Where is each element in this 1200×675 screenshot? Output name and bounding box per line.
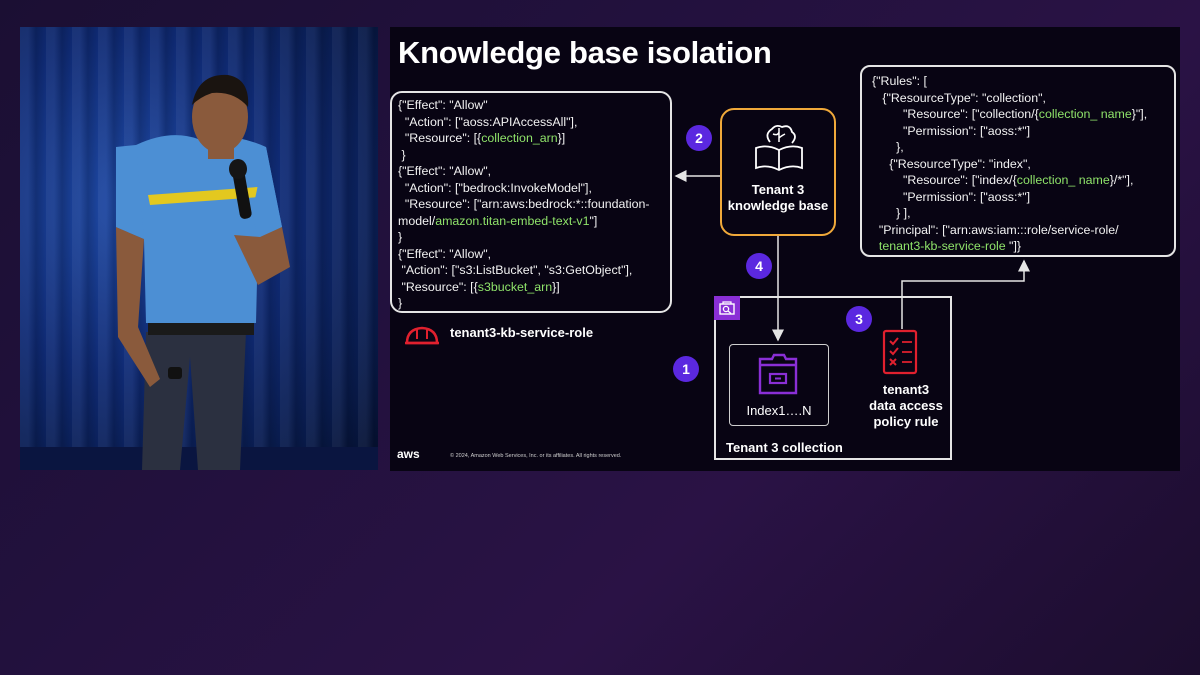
index-label: Index1….N xyxy=(746,403,812,418)
code-text: "Resource": ["collection/{ xyxy=(872,107,1039,121)
speaker-figure xyxy=(20,74,378,470)
code-text: } xyxy=(398,147,406,162)
service-role-label: tenant3-kb-service-role xyxy=(450,325,594,340)
policy-label-line2: data access xyxy=(869,398,943,413)
code-text: {"ResourceType": "collection", xyxy=(872,90,1046,105)
step-badge-3: 3 xyxy=(846,306,872,332)
code-text-end: }"], xyxy=(1131,107,1148,121)
code-text: model/ xyxy=(398,213,436,228)
speaker-video-frame xyxy=(20,27,378,470)
diagram-arrows xyxy=(674,170,1030,342)
step-badge-4: 4 xyxy=(746,253,772,279)
code-highlight: collection_ name xyxy=(1016,173,1110,187)
knowledge-base-brain-book-icon xyxy=(755,124,803,172)
iam-policy-json-box: {"Effect": "Allow" "Action": ["aoss:APIA… xyxy=(390,91,672,313)
kb-label-line1: Tenant 3 xyxy=(751,182,805,197)
code-text-end: }] xyxy=(552,279,560,294)
iam-policy-line: } xyxy=(398,295,670,312)
code-text: } xyxy=(398,230,403,244)
code-text: "Resource": [{ xyxy=(398,279,478,294)
index-box: Index1….N xyxy=(729,344,829,426)
copyright-notice: © 2024, Amazon Web Services, Inc. or its… xyxy=(450,453,622,459)
policy-label-line1: tenant3 xyxy=(882,382,930,397)
code-text: "Permission": ["aoss:*"] xyxy=(872,123,1031,138)
arrow-policy-to-access-rules xyxy=(901,259,1030,329)
access-policy-line: "Permission": ["aoss:*"] xyxy=(872,123,1174,140)
presentation-slide: Knowledge base isolation {"Effect": "All… xyxy=(390,27,1180,471)
code-highlight: amazon.titan-embed-text-v1 xyxy=(435,213,590,228)
access-policy-line: } ], xyxy=(872,205,1174,222)
code-highlight: tenant3-kb-service-role xyxy=(878,239,1006,253)
code-text: {"Effect": "Allow" xyxy=(398,98,488,112)
code-text xyxy=(872,239,879,253)
code-text-end: }/*"], xyxy=(1109,173,1134,187)
code-highlight: collection_arn xyxy=(481,131,558,145)
code-text: {"Rules": [ xyxy=(872,74,927,88)
code-text: } ], xyxy=(872,206,911,220)
code-text: "Resource": ["arn:aws:bedrock:*::foundat… xyxy=(398,197,650,211)
iam-policy-line: "Action": ["s3:ListBucket", "s3:GetObjec… xyxy=(398,262,670,279)
code-text: {"Effect": "Allow", xyxy=(398,164,492,178)
access-policy-line: "Resource": ["collection/{collection_ na… xyxy=(872,106,1174,123)
access-policy-line: "Permission": ["aoss:*"] xyxy=(872,189,1174,206)
iam-policy-line: "Resource": [{collection_arn}] xyxy=(398,130,670,147)
policy-label-line3: policy rule xyxy=(873,414,939,429)
code-highlight: s3bucket_arn xyxy=(477,279,553,294)
code-text: } xyxy=(398,296,403,310)
code-text-end: "]} xyxy=(1005,239,1022,253)
access-policy-line: "Resource": ["index/{collection_ name}/*… xyxy=(872,172,1174,189)
code-text: {"Effect": "Allow", xyxy=(398,246,492,261)
opensearch-collection-icon xyxy=(714,296,740,320)
iam-policy-line: {"Effect": "Allow" xyxy=(398,97,670,114)
data-access-policy-json-box: {"Rules": [ {"ResourceType": "collection… xyxy=(860,65,1176,257)
code-text: }, xyxy=(872,140,904,154)
code-text: "Action": ["bedrock:InvokeModel"], xyxy=(398,180,592,195)
code-text: "Resource": ["index/{ xyxy=(872,173,1017,187)
code-text: "Action": ["s3:ListBucket", "s3:GetObjec… xyxy=(398,263,633,277)
step-badge-1: 1 xyxy=(673,356,699,382)
knowledge-base-box: Tenant 3 knowledge base xyxy=(720,108,836,236)
step-badge-2: 2 xyxy=(686,125,712,151)
knowledge-base-label: Tenant 3 knowledge base xyxy=(722,182,834,214)
index-cabinet-icon xyxy=(758,353,798,395)
iam-policy-line: } xyxy=(398,147,670,164)
iam-policy-line: } xyxy=(398,229,670,246)
access-policy-line: {"ResourceType": "index", xyxy=(872,156,1174,173)
code-text: "Permission": ["aoss:*"] xyxy=(872,189,1031,204)
kb-label-line2: knowledge base xyxy=(727,198,829,213)
checklist-policy-icon xyxy=(882,329,918,375)
iam-policy-line: {"Effect": "Allow", xyxy=(398,246,670,263)
access-policy-line: {"Rules": [ xyxy=(872,73,1174,90)
code-text-end: }] xyxy=(557,131,566,145)
access-policy-line: }, xyxy=(872,139,1174,156)
iam-policy-line: {"Effect": "Allow", xyxy=(398,163,670,180)
code-highlight: collection_ name xyxy=(1038,107,1132,121)
iam-policy-line: "Action": ["aoss:APIAccessAll"], xyxy=(398,114,670,131)
aws-logo: aws xyxy=(397,447,420,461)
policy-rule-label: tenant3 data access policy rule xyxy=(856,382,956,430)
hard-hat-icon xyxy=(405,326,439,345)
code-text-end: "] xyxy=(589,213,598,228)
code-text: {"ResourceType": "index", xyxy=(872,156,1031,171)
access-policy-line: tenant3-kb-service-role "]} xyxy=(872,238,1174,255)
access-policy-line: {"ResourceType": "collection", xyxy=(872,90,1174,107)
iam-policy-line: "Resource": ["arn:aws:bedrock:*::foundat… xyxy=(398,196,670,213)
iam-policy-line: model/amazon.titan-embed-text-v1"] xyxy=(398,213,670,230)
code-text: "Principal": ["arn:aws:iam:::role/servic… xyxy=(872,222,1119,237)
tenant-collection-box: Index1….N Tenant 3 collection xyxy=(714,296,952,460)
code-text: "Resource": [{ xyxy=(398,131,482,145)
iam-policy-line: "Action": ["bedrock:InvokeModel"], xyxy=(398,180,670,197)
code-text: "Action": ["aoss:APIAccessAll"], xyxy=(398,114,578,129)
iam-policy-line: "Resource": [{s3bucket_arn}] xyxy=(398,279,670,296)
access-policy-line: "Principal": ["arn:aws:iam:::role/servic… xyxy=(872,222,1174,239)
slide-title: Knowledge base isolation xyxy=(398,35,772,70)
collection-label: Tenant 3 collection xyxy=(726,440,843,455)
